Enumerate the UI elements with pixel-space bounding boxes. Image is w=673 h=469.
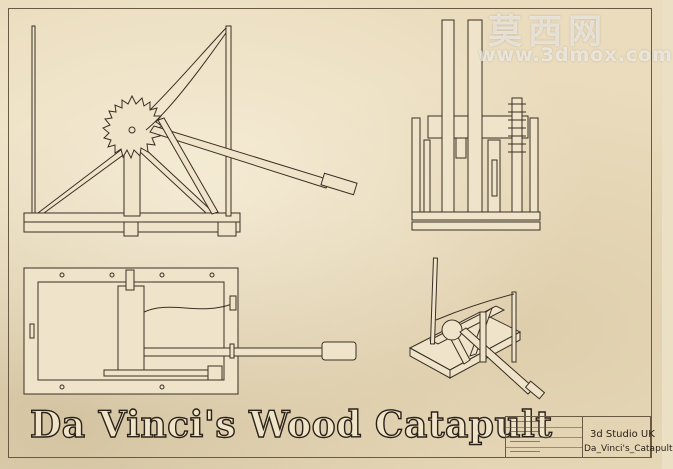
top-view [23, 267, 357, 395]
drawing-border [8, 8, 652, 458]
watermark-url: www.3dmox.com [478, 44, 673, 66]
front-view [411, 19, 541, 231]
drawing-file-name: Da_Vinci's_Catapult [584, 444, 673, 454]
title-block-grid [506, 417, 583, 457]
title-block: 3d Studio UK Da_Vinci's_Catapult [505, 416, 673, 458]
watermark-chinese: 莫西网 [488, 12, 608, 52]
drawing-title: Da Vinci's Wood Catapult [29, 403, 553, 446]
studio-name: 3d Studio UK [590, 429, 655, 440]
side-view [23, 25, 358, 237]
isometric-view [408, 257, 546, 400]
